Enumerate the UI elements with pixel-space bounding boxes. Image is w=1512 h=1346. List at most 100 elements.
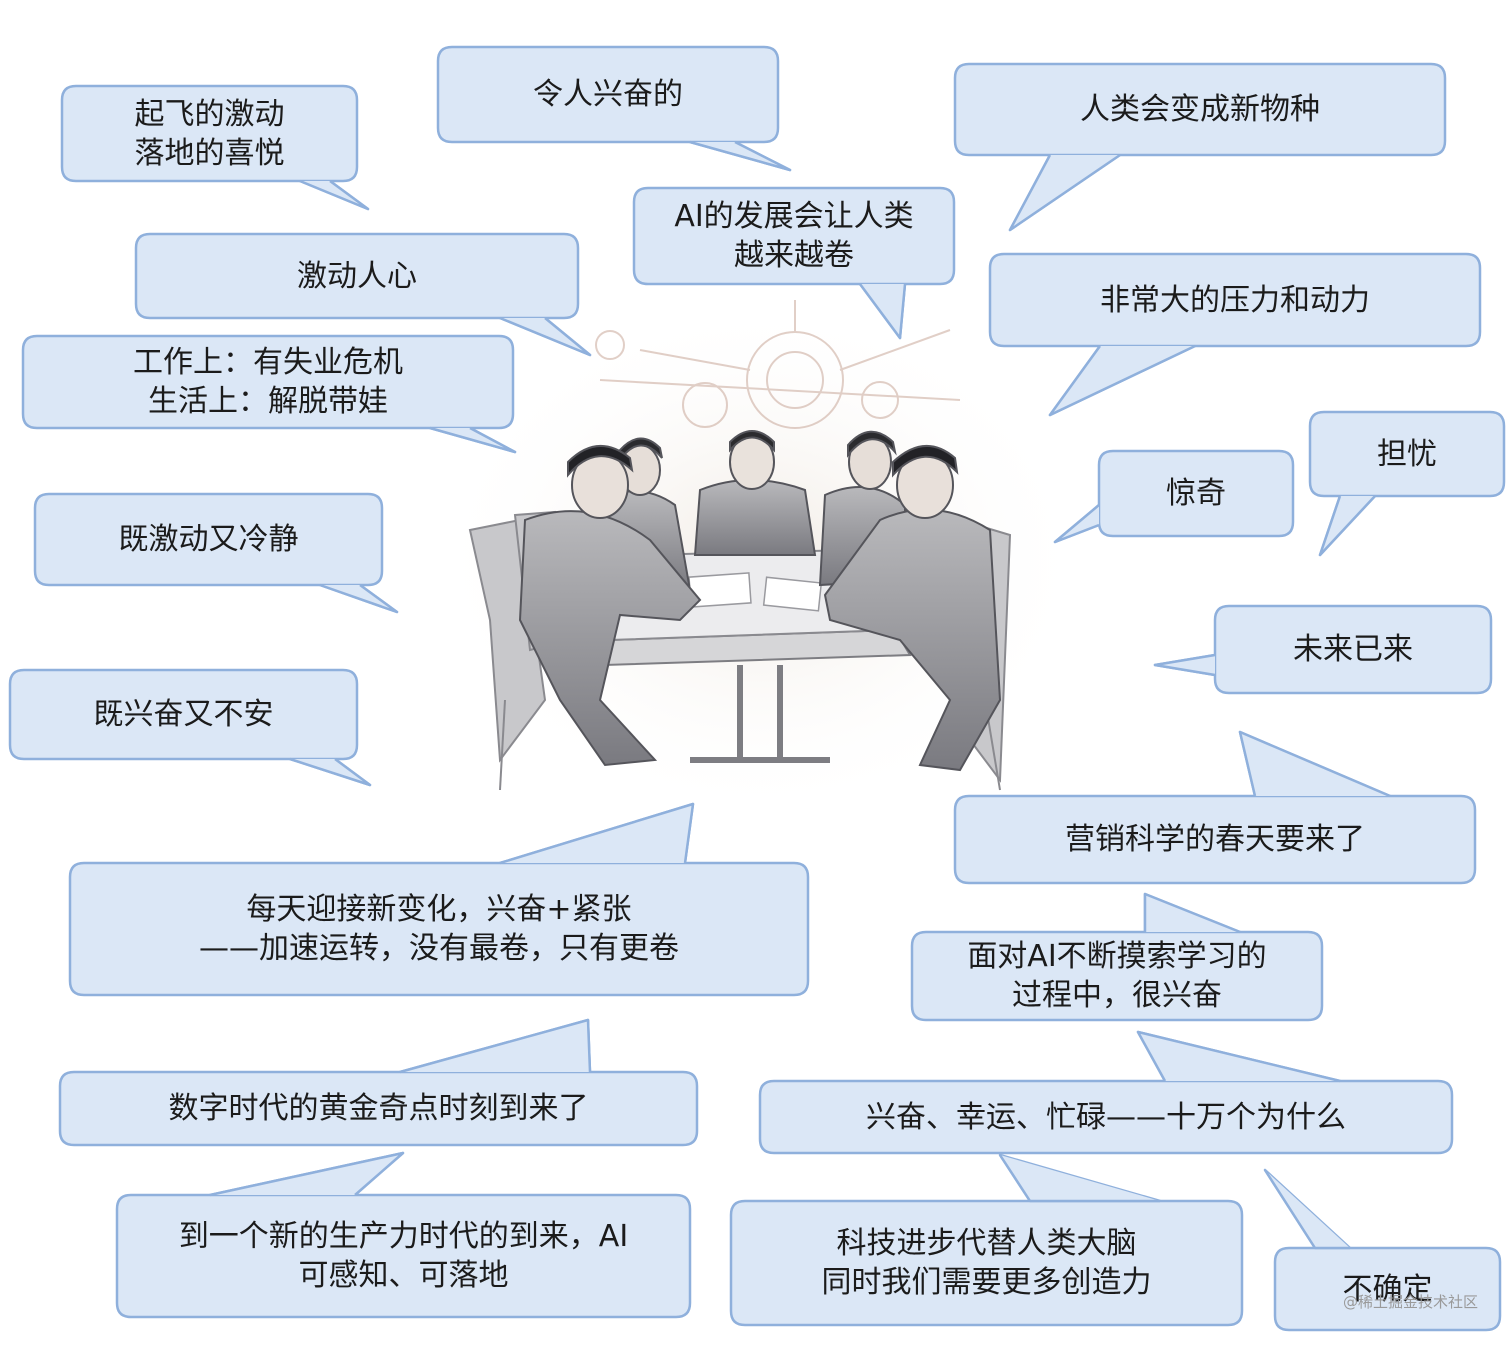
speech-bubble-golden-singularity xyxy=(58,1018,699,1147)
bubble-text-uncertain: 不确定 xyxy=(1275,1248,1500,1330)
bubble-tail-outline xyxy=(1153,653,1216,677)
bubble-text-golden-singularity: 数字时代的黄金奇点时刻到来了 xyxy=(60,1072,697,1145)
bubble-line: 起飞的激动 xyxy=(134,96,285,132)
bubble-box xyxy=(953,794,1477,885)
bubble-text-excited-uneasy: 既兴奋又不安 xyxy=(10,670,357,759)
bubble-line: 可感知、可落地 xyxy=(298,1258,509,1293)
bubble-text-daily-change: 每天迎接新变化，兴奋+紧张——加速运转，没有最卷，只有更卷 xyxy=(70,863,808,995)
bubble-box xyxy=(1308,410,1506,498)
bubble-line: 激动人心 xyxy=(297,258,417,294)
bubble-box xyxy=(436,45,780,144)
bubble-line: 营销科学的春天要来了 xyxy=(1065,822,1365,857)
bubble-box xyxy=(729,1199,1244,1327)
bubble-tail-outline xyxy=(1238,730,1391,798)
bubble-text-heart-stirring: 激动人心 xyxy=(136,234,578,318)
speech-bubble-replace-brain xyxy=(729,1153,1244,1327)
bubble-text-pressure-motivation: 非常大的压力和动力 xyxy=(990,254,1480,346)
speech-bubble-worried xyxy=(1308,410,1506,557)
bubble-tail-fill xyxy=(1265,1170,1350,1248)
bubble-tail-outline xyxy=(299,179,370,211)
bubble-line: 既激动又冷静 xyxy=(118,522,299,557)
bubble-box xyxy=(1097,449,1295,538)
bubble-line: AI的发展会让人类 xyxy=(674,199,914,234)
bubble-text-replace-brain: 科技进步代替人类大脑同时我们需要更多创造力 xyxy=(731,1201,1242,1325)
speech-bubble-new-species xyxy=(953,62,1447,232)
bubble-box xyxy=(953,62,1447,157)
bubble-tail-outline xyxy=(858,283,907,340)
bubble-text-amazed: 惊奇 xyxy=(1099,451,1293,536)
bubble-line: 令人兴奋的 xyxy=(533,77,683,112)
bubble-line: 人类会变成新物种 xyxy=(1080,92,1320,127)
speech-bubble-exciting xyxy=(436,45,792,172)
bubble-tail-outline xyxy=(289,757,372,787)
bubble-line: 未来已来 xyxy=(1293,632,1413,667)
bubble-box xyxy=(115,1193,692,1319)
bubble-line: 非常大的压力和动力 xyxy=(1100,282,1370,318)
bubble-tail-outline xyxy=(1143,892,1241,934)
bubble-line: 工作上：有失业危机 xyxy=(133,345,403,380)
bubble-box xyxy=(21,334,515,430)
speech-bubble-productivity-era xyxy=(115,1151,692,1319)
speech-bubble-lucky-busy xyxy=(758,1030,1454,1155)
bubble-box xyxy=(1213,604,1493,695)
bubble-tail-outline xyxy=(1263,1169,1350,1250)
bubble-text-productivity-era: 到一个新的生产力时代的到来，AI 可感知、可落地 xyxy=(117,1195,690,1317)
bubble-text-future-arrived: 未来已来 xyxy=(1215,606,1491,693)
bubble-box xyxy=(632,186,956,286)
bubble-line: 担忧 xyxy=(1377,436,1437,472)
speech-bubble-excited-calm xyxy=(33,492,399,614)
bubble-line: 过程中，很兴奋 xyxy=(1012,978,1222,1013)
bubble-tail-outline xyxy=(689,140,792,172)
bubble-tail-outline xyxy=(209,1151,405,1197)
bubble-text-lucky-busy: 兴奋、幸运、忙碌——十万个为什么 xyxy=(760,1081,1452,1153)
bubble-text-more-competitive: AI的发展会让人类越来越卷 xyxy=(634,188,954,284)
speech-bubble-marketing-spring xyxy=(953,730,1477,885)
bubble-tail-outline xyxy=(1048,344,1196,417)
bubble-line: 越来越卷 xyxy=(734,238,854,273)
bubble-box xyxy=(758,1079,1454,1155)
bubble-text-takeoff-thrill: 起飞的激动落地的喜悦 xyxy=(62,86,357,181)
bubble-box xyxy=(988,252,1482,348)
bubble-tail-outline xyxy=(1136,1030,1341,1083)
bubble-line: 惊奇 xyxy=(1166,476,1226,511)
bubble-box xyxy=(8,668,359,761)
bubble-tail-outline xyxy=(499,316,592,357)
bubble-line: 到一个新的生产力时代的到来，AI xyxy=(178,1219,629,1254)
bubble-box xyxy=(910,930,1324,1022)
bubble-tail-outline xyxy=(1318,495,1376,557)
speech-bubble-pressure-motivation xyxy=(988,252,1482,417)
bubble-text-exciting: 令人兴奋的 xyxy=(438,47,778,142)
bubble-text-work-life: 工作上：有失业危机生活上：解脱带娃 xyxy=(23,336,513,428)
speech-bubble-uncertain xyxy=(1263,1168,1502,1332)
bubble-box xyxy=(60,84,359,183)
bubble-box xyxy=(58,1070,699,1147)
watermark: @稀土掘金技术社区 xyxy=(1342,1293,1478,1311)
bubble-tail-outline xyxy=(319,583,399,614)
bubble-tail-outline xyxy=(1053,504,1100,544)
bubble-box xyxy=(1273,1246,1502,1332)
bubble-text-exploring-ai: 面对AI不断摸索学习的过程中，很兴奋 xyxy=(912,932,1322,1020)
speech-bubble-more-competitive xyxy=(632,186,956,340)
bubble-line: 科技进步代替人类大脑 xyxy=(836,1226,1137,1261)
speech-bubble-amazed xyxy=(1053,449,1295,544)
speech-bubble-work-life xyxy=(21,334,517,454)
bubble-line: 不确定 xyxy=(1342,1271,1433,1307)
bubble-line: 生活上：解脱带娃 xyxy=(148,384,388,419)
bubble-box xyxy=(33,492,384,587)
bubble-line: 同时我们需要更多创造力 xyxy=(821,1265,1152,1300)
bubble-line: 数字时代的黄金奇点时刻到来了 xyxy=(168,1091,589,1126)
bubble-line: 落地的喜悦 xyxy=(134,135,285,171)
bubble-box xyxy=(68,861,810,997)
bubble-text-marketing-spring: 营销科学的春天要来了 xyxy=(955,796,1475,883)
bubble-tail-fill xyxy=(1000,1155,1160,1201)
speech-bubble-future-arrived xyxy=(1153,604,1493,695)
bubble-tail-outline xyxy=(429,426,517,454)
bubble-tail-outline xyxy=(499,802,695,865)
speech-bubble-takeoff-thrill xyxy=(60,84,370,211)
speech-bubble-daily-change xyxy=(68,802,810,997)
bubble-tail-outline xyxy=(998,1154,1160,1203)
speech-bubble-excited-uneasy xyxy=(8,668,372,787)
bubble-text-excited-calm: 既激动又冷静 xyxy=(35,494,382,585)
